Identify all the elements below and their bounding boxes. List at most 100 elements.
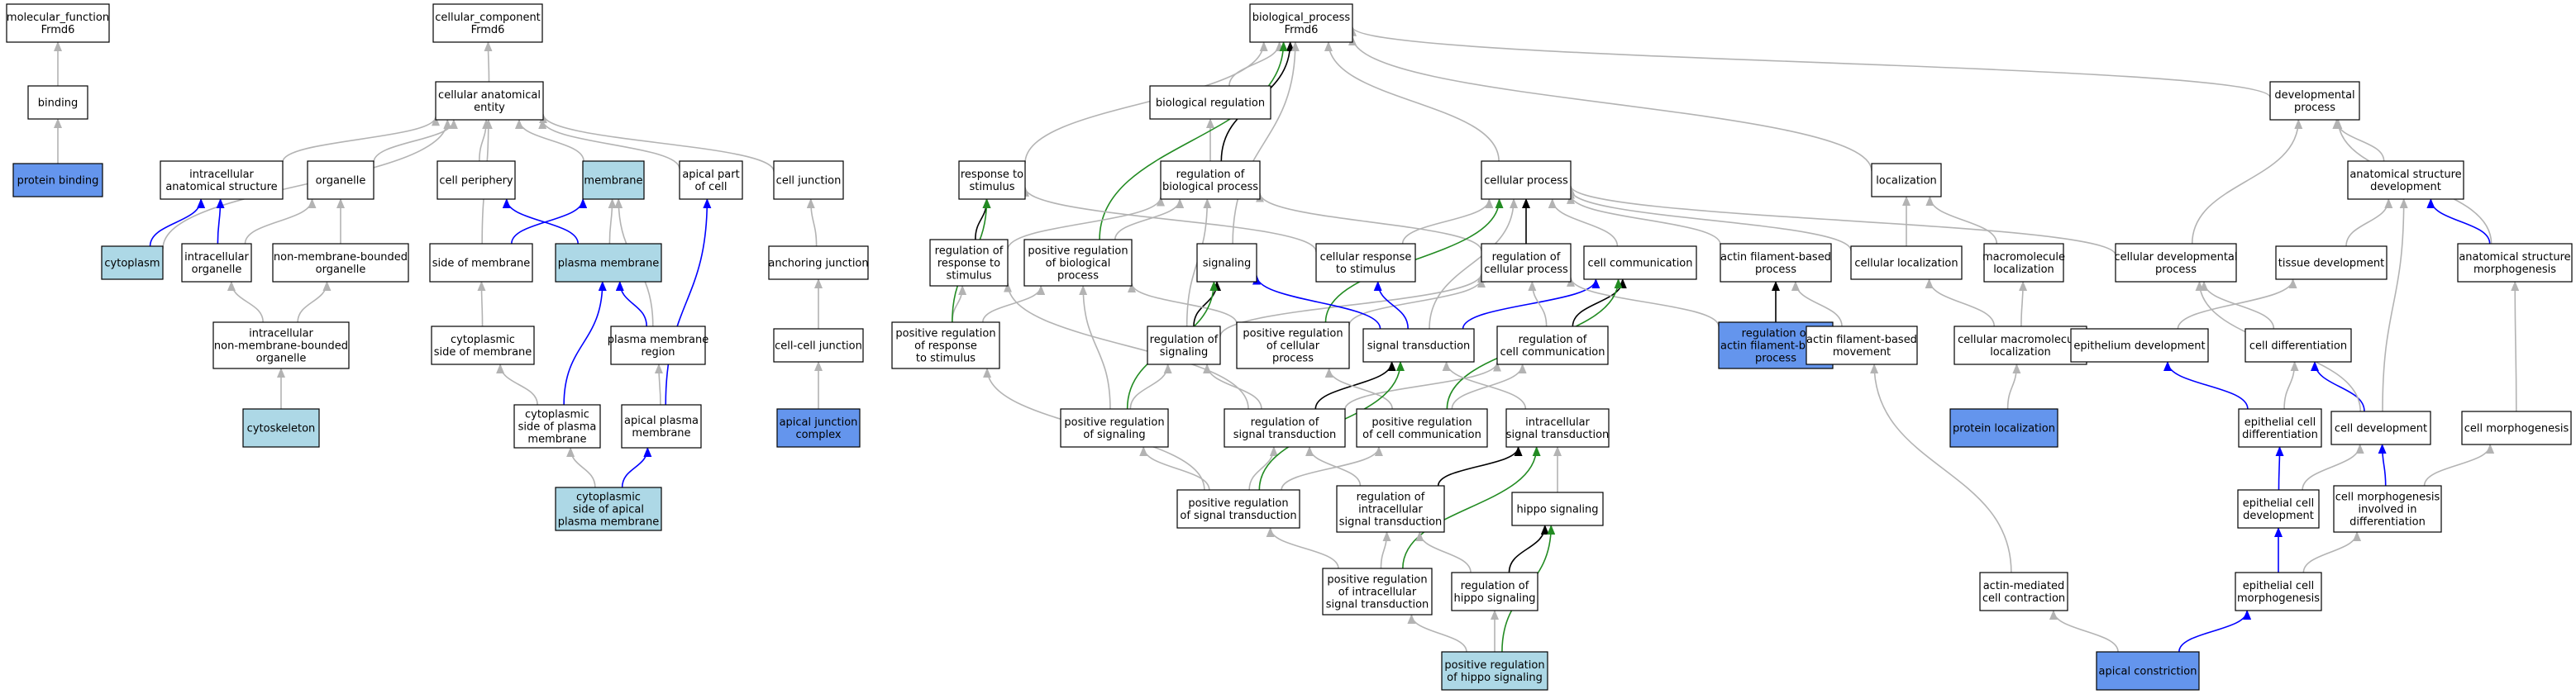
go-term-box (27, 85, 88, 120)
go-term-label: process (1272, 353, 1314, 365)
go-term-label: apical plasma (624, 415, 699, 427)
go-term-label: cellular_component (435, 12, 541, 24)
edge-reg_hippo-regulates-hippo (1508, 525, 1549, 573)
edge-cyto_side_apical_pm-part_of-apical_pm (621, 447, 652, 488)
edge-intra_organelle-is_a-organelle (244, 198, 317, 245)
edge-response_stim-is_a-bp_root (1024, 41, 1268, 164)
edge-pos_reg_intra_sig-is_a-reg_intra_sig (1380, 531, 1391, 569)
go-term-box (2330, 411, 2431, 445)
go-term-label: cell morphogenesis (2335, 492, 2440, 504)
edge-intra_nonmem-is_a-nonmem_organelle (297, 281, 332, 323)
edge-cell_resp-is_a-cell_process (1401, 198, 1494, 245)
go-term-label: signal transduction (1506, 429, 1610, 441)
go-term-box (1505, 408, 1610, 448)
go-term-label: cellular macromolecule (1958, 334, 2083, 346)
go-term-label: of cellular (1267, 340, 1320, 353)
go-term-label: organelle (316, 175, 366, 188)
go-term-box (773, 328, 864, 363)
go-term-label: hippo signaling (1454, 592, 1536, 605)
go-term-signal-trans: signal transduction (1362, 328, 1475, 363)
go-term-label: non-membrane-bounded (274, 251, 408, 264)
edge-pos_reg_signaling-is_a-pos_reg_bio (1079, 285, 1111, 410)
edge-reg_sig_trans-regulates-signal_trans (1314, 361, 1396, 410)
go-term-label: cellular developmental (2115, 251, 2238, 264)
go-term-protein-binding: protein binding (12, 163, 103, 197)
go-term-box (212, 321, 350, 369)
go-term-box (1176, 489, 1300, 529)
go-term-label: regulation of (935, 245, 1004, 258)
go-term-label: development (2243, 510, 2314, 522)
edge-cell_dev_proc-is_a-dev_process (2191, 119, 2303, 245)
edge-reg_cell_proc-is_a-reg_bio (1256, 192, 1482, 252)
go-term-label: plasma membrane (608, 334, 709, 346)
go-term-label: cytoplasmic (451, 334, 515, 346)
go-term-label: cytoplasmic (525, 409, 589, 421)
edge-pos_reg_bio-positively_regulates-bp_root (1099, 41, 1288, 240)
edge-signal_trans-is_a-cell_process (1429, 198, 1519, 330)
go-term-label: cell junction (776, 175, 842, 188)
go-term-label: binding (38, 97, 78, 110)
go-term-label: actin-mediated (1983, 580, 2065, 592)
go-term-label: response to (961, 169, 1023, 181)
go-term-epith-dev: epithelium development (2070, 328, 2209, 363)
edge-cell_morph-is_a-anat_morph (2511, 281, 2520, 412)
edge-epith_cell_morph-is_a-cell_morph_diff (2302, 531, 2362, 573)
go-term-box (432, 3, 543, 43)
edge-macro_loc-is_a-localization (1925, 196, 1998, 245)
edge-pos_reg_sig_trans-is_a-reg_sig_trans (1248, 446, 1278, 491)
go-term-label: entity (474, 102, 505, 114)
go-term-label: morphogenesis (2473, 264, 2556, 276)
go-term-label: cytoplasmic (576, 492, 641, 504)
go-term-box (2070, 328, 2209, 363)
go-term-label: side of plasma (518, 421, 597, 434)
go-term-box (2096, 651, 2200, 691)
go-term-label: cell communication (1500, 346, 1605, 359)
go-term-box (1496, 326, 1609, 365)
go-term-box (1481, 160, 1572, 200)
go-term-label: regulation of (1461, 580, 1529, 592)
go-term-box (621, 404, 702, 449)
go-term-label: epithelial cell (2244, 416, 2316, 429)
go-term-box (2275, 245, 2388, 280)
go-term-label: positive regulation (1444, 659, 1544, 672)
go-term-label: side of membrane (434, 346, 532, 359)
go-term-label: signal transduction (1367, 340, 1471, 353)
go-term-label: developmental (2274, 89, 2354, 102)
go-term-side-membrane: side of membrane (429, 243, 533, 283)
edge-cell_dev-part_of-cell_diff (2311, 361, 2365, 412)
go-term-anchoring-junction: anchoring junction (768, 245, 869, 280)
edge-pm_region-part_of-plasma_membrane (615, 281, 647, 327)
go-term-label: of response (914, 340, 977, 353)
edge-pos_reg_intra_sig-is_a-pos_reg_sig_trans (1266, 527, 1339, 569)
edge-signal_trans-part_of-cell_comm (1462, 278, 1600, 330)
go-term-box (431, 326, 535, 365)
edge-pos_reg_cell_comm-is_a-reg_cell_comm (1451, 364, 1527, 410)
edge-plasma_membrane-is_a-membrane (608, 198, 617, 245)
go-term-box (1953, 326, 2087, 365)
go-term-label: apical part (682, 169, 739, 181)
edge-apical_part-is_a-cell_anat (538, 119, 680, 169)
go-term-box (1850, 245, 1963, 280)
go-term-box (2235, 572, 2322, 611)
go-term-label: cellular response (1320, 251, 1412, 264)
go-term-label: stimulus (946, 270, 991, 283)
go-term-label: regulation of (1357, 492, 1425, 504)
go-term-label: regulation of (1519, 334, 1587, 346)
go-term-label: region (641, 346, 675, 359)
edge-cell_anat-is_a-cc_root (484, 41, 493, 83)
go-term-label: intracellular (1358, 504, 1423, 516)
edge-cell_comm-is_a-cell_process (1548, 198, 1619, 247)
go-term-label: of cell (694, 181, 727, 193)
